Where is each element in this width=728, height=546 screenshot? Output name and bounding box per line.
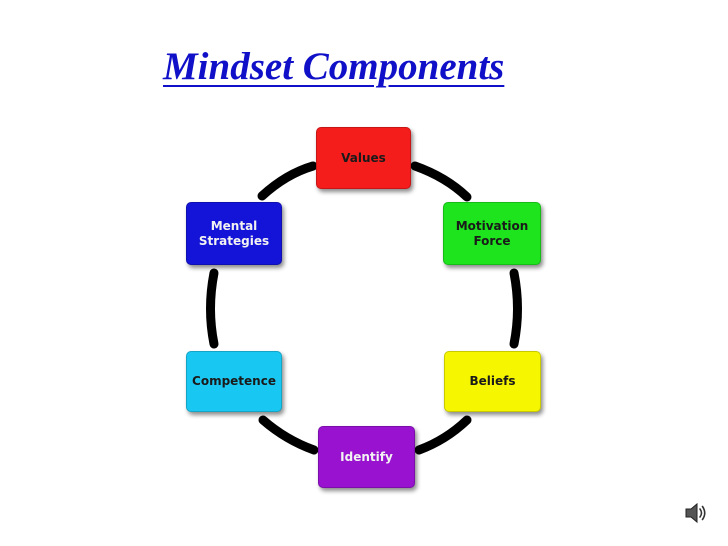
connector-mental-values — [257, 161, 318, 201]
node-values-label: Values — [341, 150, 386, 165]
node-identify-label: Identify — [340, 449, 393, 464]
speaker-icon[interactable] — [684, 502, 708, 524]
node-identify: Identify — [318, 426, 415, 488]
connector-values-motivation — [410, 161, 472, 202]
page-title: Mindset Components — [163, 45, 505, 88]
node-mental-strategies-label: Mental Strategies — [198, 218, 270, 248]
node-beliefs: Beliefs — [444, 351, 541, 412]
connector-motivation-beliefs — [509, 268, 522, 349]
connector-identify-competence — [258, 415, 319, 455]
node-motivation-force: Motivation Force — [443, 202, 541, 265]
connector-beliefs-identify — [414, 415, 472, 455]
node-mental-strategies: Mental Strategies — [186, 202, 282, 265]
node-competence: Competence — [186, 351, 282, 412]
node-motivation-force-label: Motivation Force — [455, 218, 529, 248]
connector-competence-mental — [206, 268, 219, 349]
node-values: Values — [316, 127, 411, 189]
node-beliefs-label: Beliefs — [469, 374, 516, 388]
node-competence-label: Competence — [192, 374, 276, 388]
